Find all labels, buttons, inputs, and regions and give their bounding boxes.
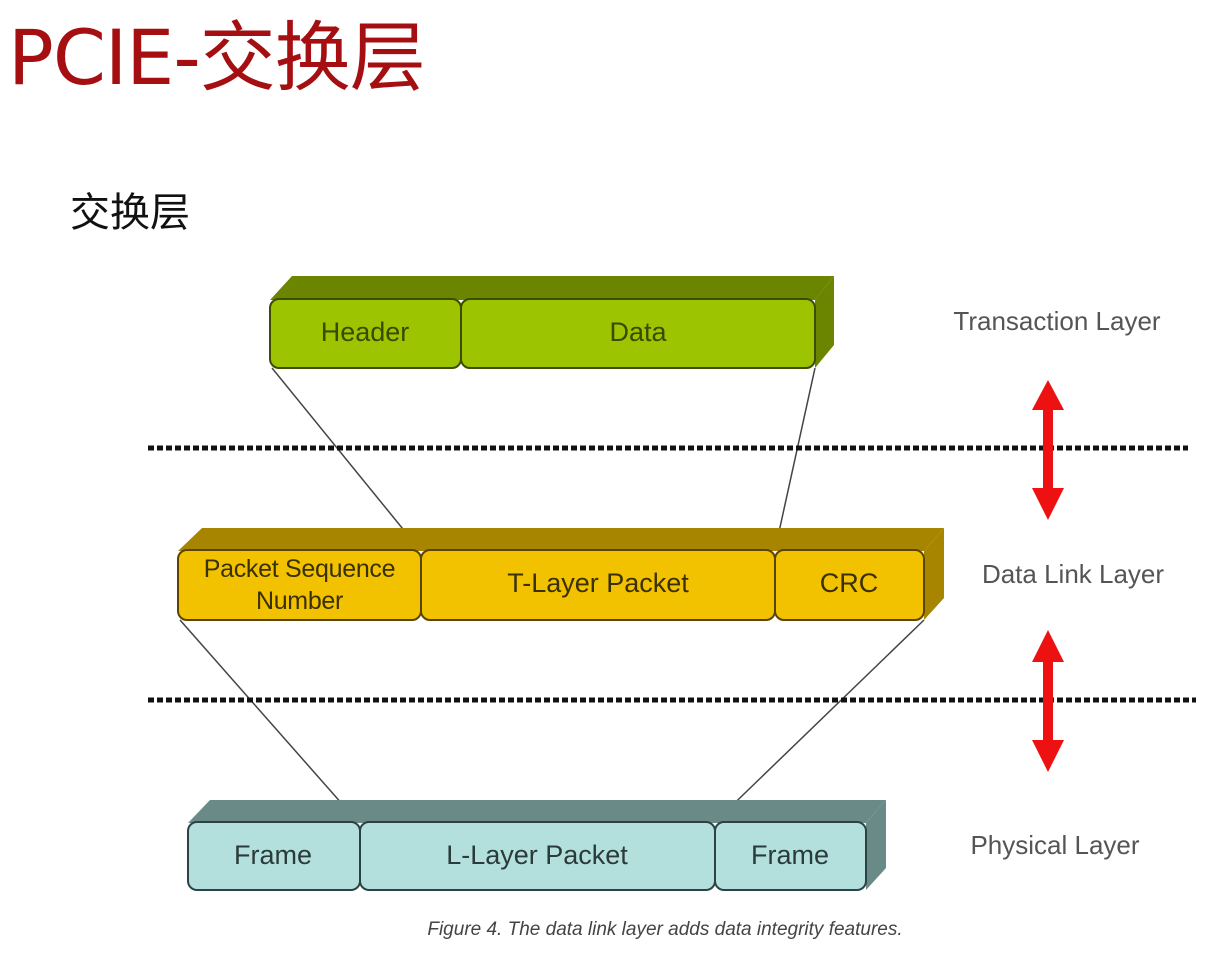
block-top-face <box>188 800 886 823</box>
frame-end-cell <box>714 821 867 891</box>
page-title: PCIE-交换层 <box>8 13 426 102</box>
l-layer-packet-label: L-Layer Packet <box>446 840 628 870</box>
block-side-face <box>924 528 944 620</box>
double-arrow-icon <box>1032 380 1064 520</box>
connector-line <box>774 367 816 551</box>
physical-layer-label: Physical Layer <box>970 830 1139 860</box>
connector-line <box>179 619 359 823</box>
connector-line <box>714 619 925 823</box>
double-arrow-icon <box>1032 630 1064 772</box>
data-label: Data <box>609 317 667 347</box>
connector-lines <box>179 367 925 823</box>
crc-label: CRC <box>820 568 879 598</box>
block-top-face <box>270 276 834 300</box>
transaction-layer-block: Header Data <box>269 276 834 369</box>
crc-cell <box>774 549 925 621</box>
figure-caption: Figure 4. The data link layer adds data … <box>427 919 903 940</box>
header-label: Header <box>321 317 410 347</box>
block-side-face <box>815 276 834 368</box>
data-link-layer-label: Data Link Layer <box>982 559 1164 589</box>
data-link-layer-block: T-Layer Packet CRC <box>177 528 944 621</box>
transaction-layer-label: Transaction Layer <box>953 306 1160 336</box>
packet-sequence-number-label: Packet Sequence Number <box>203 555 396 615</box>
section-heading: 交换层 <box>70 190 190 236</box>
block-side-face <box>866 800 886 890</box>
t-layer-packet-label: T-Layer Packet <box>507 568 689 598</box>
frame-end-label: Frame <box>751 840 829 870</box>
data-cell <box>460 298 816 369</box>
frame-start-label: Frame <box>234 840 312 870</box>
block-top-face <box>178 528 944 551</box>
connector-line <box>271 367 421 551</box>
physical-layer-block: Frame L-Layer Packet Frame <box>187 800 886 891</box>
